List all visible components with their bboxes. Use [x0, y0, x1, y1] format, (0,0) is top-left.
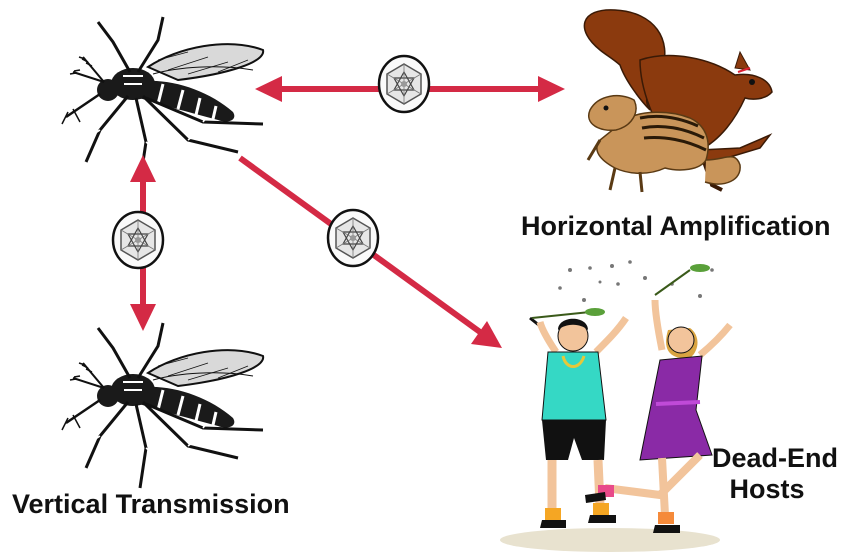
dead-end-line1: Dead-End	[712, 443, 822, 474]
insect-swarm	[558, 260, 714, 302]
dead-end-line2: Hosts	[712, 474, 822, 505]
mosquito-icon	[62, 323, 263, 488]
virus-icon	[379, 56, 429, 112]
mosquito-icon	[62, 17, 263, 182]
girl-figure	[585, 264, 730, 533]
dead-end-hosts-label: Dead-End Hosts	[712, 443, 822, 505]
children-icon	[500, 264, 730, 552]
horizontal-amplification-label: Horizontal Amplification	[521, 211, 831, 242]
vertical-transmission-label: Vertical Transmission	[12, 489, 290, 520]
virus-icon	[328, 210, 378, 266]
virus-icon	[113, 212, 163, 268]
